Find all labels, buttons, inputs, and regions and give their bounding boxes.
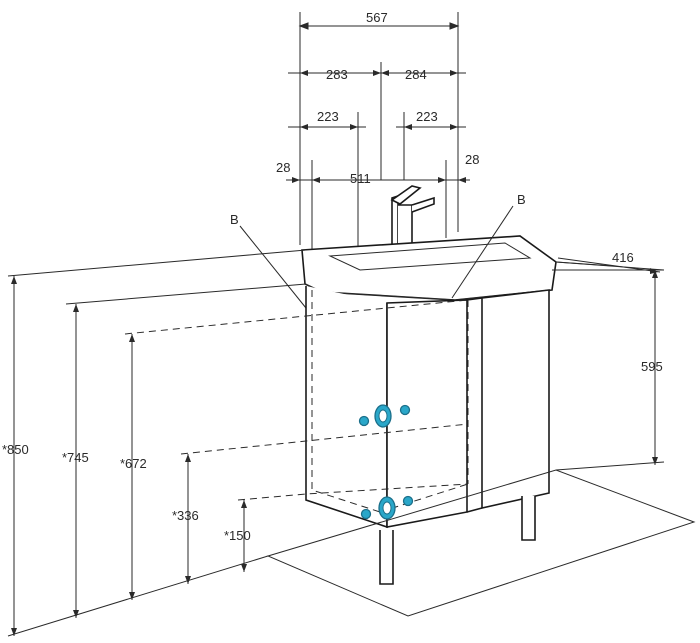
arrow-672-bottom bbox=[129, 592, 135, 600]
arrow-223l-left bbox=[300, 124, 308, 130]
dim-511: 511 bbox=[350, 171, 371, 186]
arrow-850-top bbox=[11, 276, 17, 284]
arrow-223r-right bbox=[450, 124, 458, 130]
arrow-284-right bbox=[450, 70, 458, 76]
connector-lower-left bbox=[360, 508, 372, 520]
label-b-left: B bbox=[230, 212, 239, 227]
wall-line-850-right bbox=[555, 261, 665, 271]
arrow-223l-right bbox=[350, 124, 358, 130]
wall-line-672 bbox=[124, 299, 469, 335]
arrow-283-left bbox=[300, 70, 308, 76]
dim-28-left: 28 bbox=[276, 160, 290, 175]
arrow-745-top bbox=[73, 304, 79, 312]
dim-283: 283 bbox=[326, 67, 348, 82]
dim-595: 595 bbox=[641, 359, 663, 374]
cabinet bbox=[305, 286, 550, 529]
arrow-336-top bbox=[185, 454, 191, 462]
arrow-150-bottom bbox=[241, 564, 247, 572]
leader-b-right bbox=[451, 205, 514, 299]
floor-line-left bbox=[7, 555, 269, 637]
arrow-595-top bbox=[652, 270, 658, 278]
dim-223-left: 223 bbox=[317, 109, 339, 124]
label-b-right: B bbox=[517, 192, 526, 207]
arrow-672-top bbox=[129, 334, 135, 342]
dim-223-right: 223 bbox=[416, 109, 438, 124]
cabinet-legs bbox=[379, 496, 536, 585]
arrow-511-right bbox=[438, 177, 446, 183]
arrow-28r-b bbox=[458, 177, 466, 183]
arrow-284-left bbox=[381, 70, 389, 76]
arrow-28l-b bbox=[312, 177, 320, 183]
faucet bbox=[390, 185, 435, 247]
dim-567: 567 bbox=[366, 10, 388, 25]
arrow-745-bottom bbox=[73, 610, 79, 618]
arrow-150-top bbox=[241, 500, 247, 508]
wall-line-745 bbox=[65, 283, 307, 305]
arrow-28l-a bbox=[292, 177, 300, 183]
arrow-567-right bbox=[449, 22, 460, 30]
connector-group-upper bbox=[358, 404, 411, 428]
extension-line-595-bottom bbox=[555, 461, 665, 471]
connector-upper-left bbox=[358, 415, 370, 427]
arrow-850-bottom bbox=[11, 628, 17, 636]
floor-outline bbox=[266, 469, 696, 617]
basin bbox=[301, 235, 557, 301]
connector-upper-right bbox=[399, 404, 411, 416]
arrow-283-right bbox=[373, 70, 381, 76]
wall-line-336 bbox=[180, 423, 469, 455]
connector-lower-right bbox=[402, 495, 414, 507]
dim-28-right: 28 bbox=[465, 152, 479, 167]
dim-416: 416 bbox=[612, 250, 634, 265]
arrow-336-bottom bbox=[185, 576, 191, 584]
leader-b-left bbox=[239, 225, 311, 314]
arrow-595-bottom bbox=[652, 457, 658, 465]
dim-745: *745 bbox=[62, 450, 89, 465]
dim-850: *850 bbox=[2, 442, 29, 457]
dim-284: 284 bbox=[405, 67, 427, 82]
connector-group-lower bbox=[360, 495, 414, 520]
dim-672: *672 bbox=[120, 456, 147, 471]
dim-150: *150 bbox=[224, 528, 251, 543]
wall-line-850 bbox=[7, 249, 307, 277]
dim-336: *336 bbox=[172, 508, 199, 523]
arrow-567-left bbox=[298, 22, 309, 30]
arrow-223r-left bbox=[404, 124, 412, 130]
